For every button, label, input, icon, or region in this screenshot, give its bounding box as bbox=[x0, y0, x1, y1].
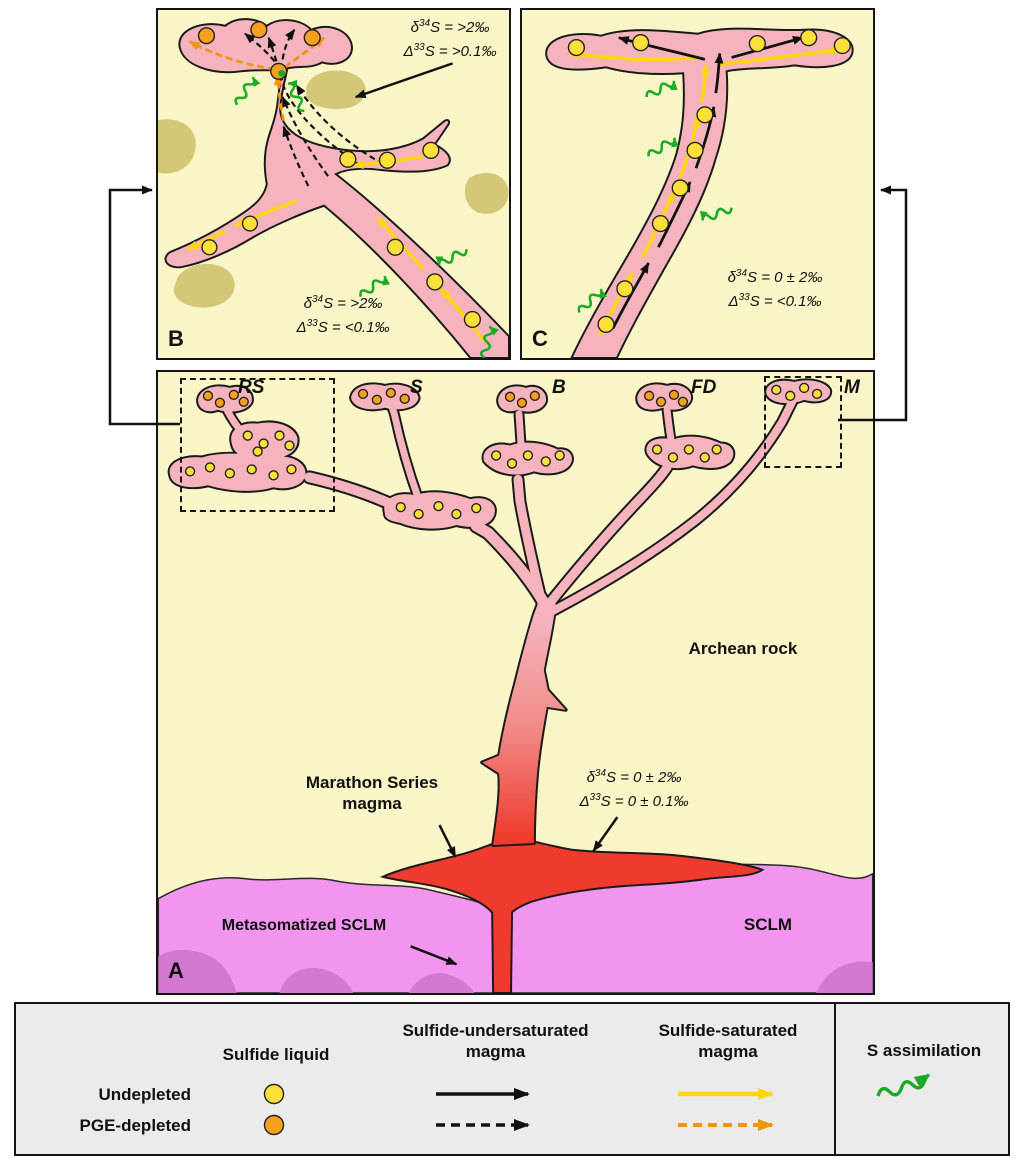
isotope-annotation-arrow-b bbox=[354, 62, 454, 99]
country-rock-xenolith-blobs bbox=[158, 70, 509, 308]
branch-label-rs: RS bbox=[238, 377, 265, 398]
sulfide-undersaturated-flow-arrows bbox=[244, 28, 384, 187]
panel-a-art bbox=[158, 378, 873, 993]
sclm-region bbox=[507, 863, 873, 993]
marathon-magma-label: Marathon Series magma bbox=[305, 773, 439, 814]
pge-depleted-sulfide-icon bbox=[263, 1114, 285, 1136]
panel-b: δ34S = >2‰ Δ33S = >0.1‰ δ34S = >2‰ Δ33S … bbox=[156, 8, 511, 360]
branch-label-fd: FD bbox=[691, 377, 717, 398]
legend-row-pge-depleted: PGE-depleted bbox=[79, 1116, 191, 1135]
sulfide-droplets-pge-depleted bbox=[197, 21, 321, 80]
isotope-label-b-top: δ34S = >2‰ Δ33S = >0.1‰ bbox=[403, 18, 497, 60]
panel-letter-c: C bbox=[532, 326, 548, 351]
metasomatized-sclm-label: Metasomatized SCLM bbox=[221, 917, 387, 934]
sulfide-droplets-undepleted bbox=[184, 382, 823, 520]
legend-row-undepleted: Undepleted bbox=[98, 1085, 191, 1104]
sclm-label: SCLM bbox=[743, 915, 793, 934]
branch-label-m: M bbox=[844, 377, 860, 398]
s-assimilation-arrows bbox=[577, 79, 733, 313]
panel-a: RS S B FD M Archean rock δ34S = 0 ± 2‰ Δ… bbox=[156, 370, 875, 995]
legend-art bbox=[263, 1073, 931, 1136]
panel-letter-b: B bbox=[168, 326, 184, 351]
sulfide-saturated-pge-depleted-arrows bbox=[188, 36, 325, 122]
inset-box-rs bbox=[180, 378, 335, 512]
magma-conduit-c bbox=[545, 27, 854, 358]
panel-b-art bbox=[158, 18, 509, 358]
s-assimilation-arrows bbox=[234, 69, 499, 358]
archean-rock-label: Archean rock bbox=[688, 639, 798, 658]
branch-label-s: S bbox=[410, 377, 423, 398]
isotope-label-b-bottom: δ34S = >2‰ Δ33S = <0.1‰ bbox=[296, 294, 390, 336]
legend-header-saturated: Sulfide-saturated magma bbox=[658, 1021, 798, 1062]
legend-header-s-assimilation: S assimilation bbox=[866, 1041, 982, 1060]
panel-c: δ34S = 0 ± 2‰ Δ33S = <0.1‰ C bbox=[520, 8, 875, 360]
metasomatized-sclm-region bbox=[158, 877, 501, 993]
panel-c-art bbox=[545, 27, 854, 358]
legend-header-sulfide-liquid: Sulfide liquid bbox=[222, 1045, 330, 1064]
s-assimilation-arrow-icon bbox=[876, 1073, 931, 1097]
legend: Sulfide liquid Sulfide-undersaturated ma… bbox=[14, 1002, 1010, 1156]
undepleted-sulfide-icon bbox=[263, 1083, 285, 1105]
sulfide-droplets-pge-depleted bbox=[202, 387, 689, 408]
legend-header-undersaturated: Sulfide-undersaturated magma bbox=[402, 1021, 589, 1062]
legend-divider bbox=[834, 1004, 836, 1154]
isotope-label-a: δ34S = 0 ± 2‰ Δ33S = 0 ± 0.1‰ bbox=[579, 768, 689, 810]
panel-letter-a: A bbox=[168, 958, 184, 983]
branch-label-b: B bbox=[552, 377, 566, 398]
annotation-arrows bbox=[410, 816, 619, 966]
isotope-label-c: δ34S = 0 ± 2‰ Δ33S = <0.1‰ bbox=[727, 268, 823, 310]
sulfide-droplets-undepleted bbox=[567, 29, 851, 333]
inset-box-m bbox=[764, 376, 842, 468]
sulfide-droplets-undepleted bbox=[201, 141, 482, 329]
